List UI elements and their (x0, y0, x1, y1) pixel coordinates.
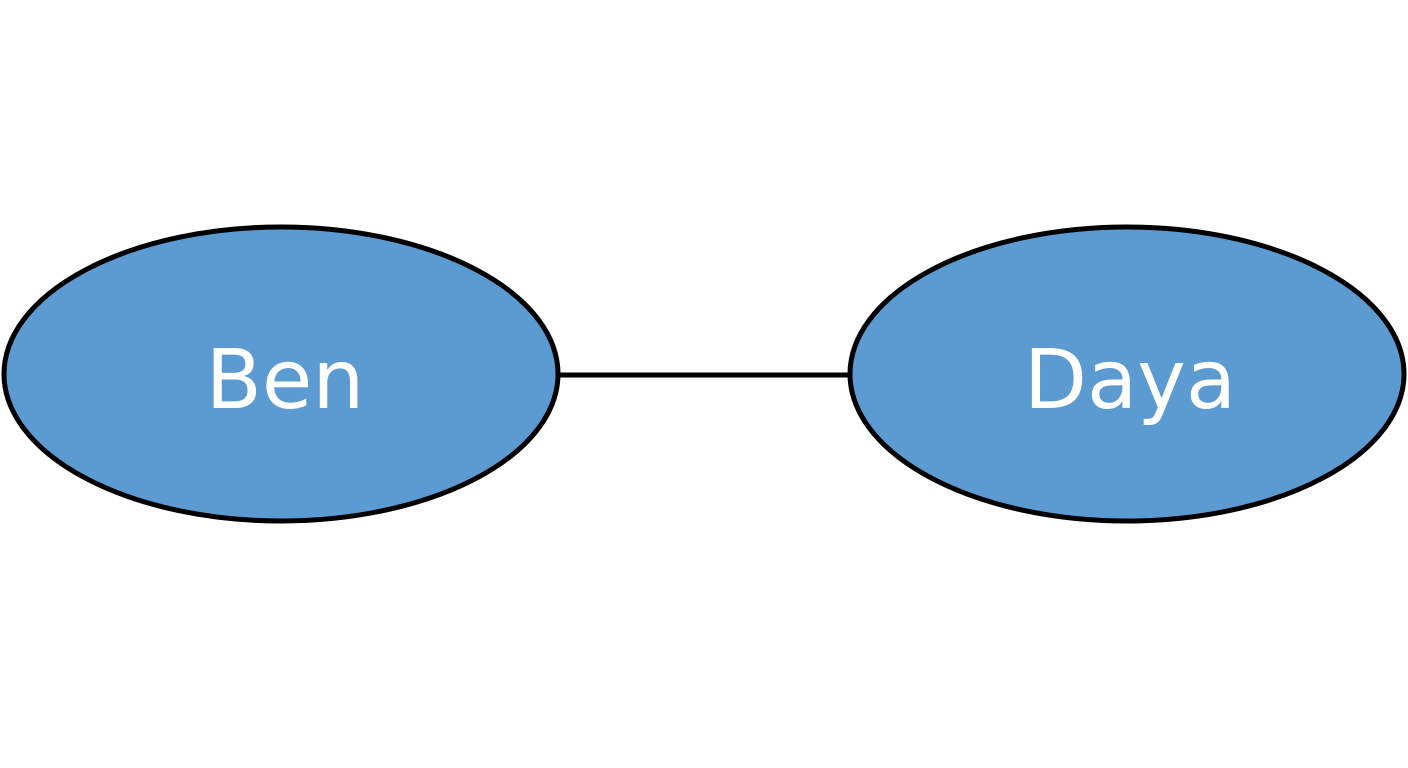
node-daya-label: Daya (1024, 333, 1236, 428)
node-daya-shape (847, 224, 1407, 524)
node-ben: Ben (1, 224, 561, 524)
node-ben-shape (1, 224, 561, 524)
node-daya: Daya (847, 224, 1407, 524)
node-ben-label: Ben (206, 333, 365, 428)
